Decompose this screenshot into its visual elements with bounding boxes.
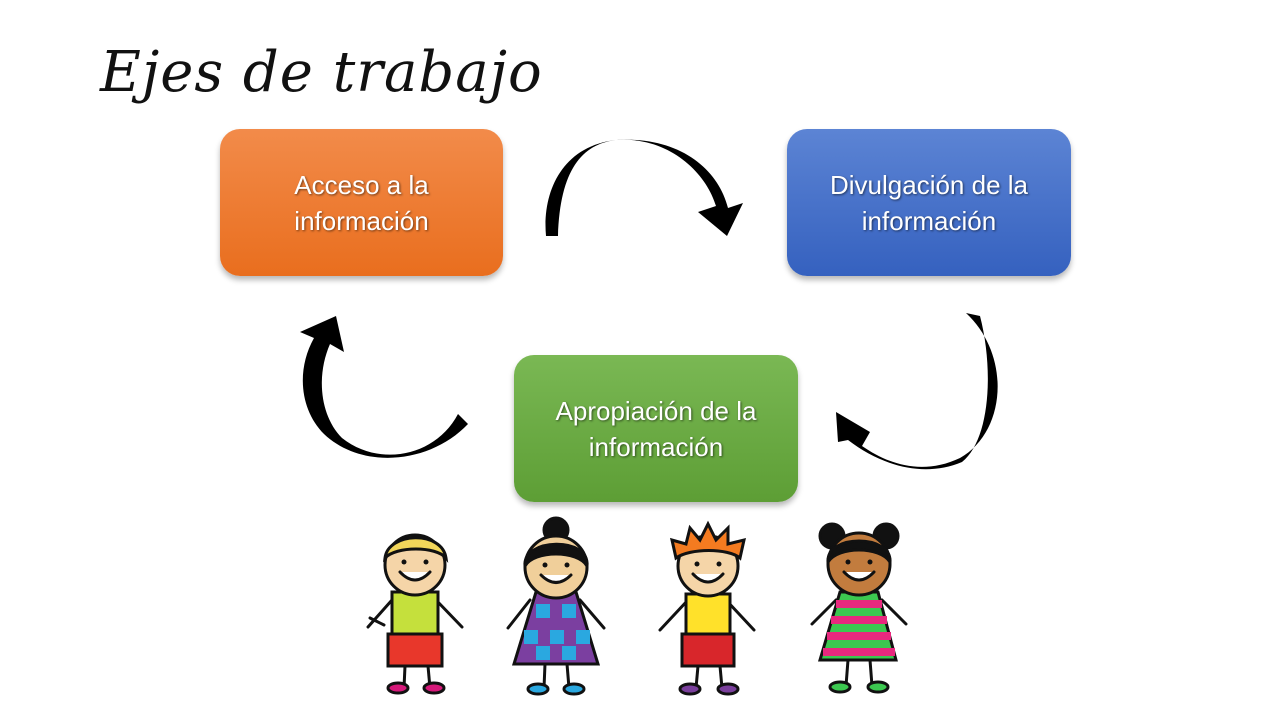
- child-girl-striped: [810, 522, 908, 694]
- arrow-appropriation-to-access: [300, 316, 468, 458]
- child-girl-checkered: [506, 516, 606, 696]
- arrow-access-to-dissemination: [545, 139, 743, 236]
- child-boy-redhead: [658, 520, 756, 696]
- box-access-label: Acceso a la información: [294, 169, 429, 236]
- child-boy-blond: [366, 533, 464, 695]
- arrow-dissemination-to-appropriation: [836, 313, 998, 470]
- box-dissemination-information: Divulgación de la información: [787, 129, 1071, 276]
- slide-title: Ejes de trabajo: [100, 40, 543, 105]
- box-access-information: Acceso a la información: [220, 129, 503, 276]
- box-dissemination-label: Divulgación de la información: [829, 169, 1028, 236]
- box-appropriation-label: Apropiación de la información: [555, 395, 757, 462]
- box-appropriation-information: Apropiación de la información: [514, 355, 798, 502]
